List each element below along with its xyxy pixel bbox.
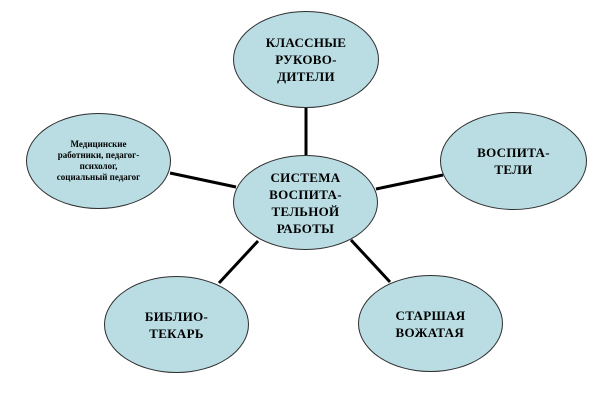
node-senior-counselor: СТАРШАЯ ВОЖАТАЯ [358, 275, 503, 372]
node-librarian: БИБЛИО- ТЕКАРЬ [104, 276, 249, 373]
node-education-system: СИСТЕМА ВОСПИТА- ТЕЛЬНОЙ РАБОТЫ [233, 155, 378, 250]
node-education-system-label: СИСТЕМА ВОСПИТА- ТЕЛЬНОЙ РАБОТЫ [269, 169, 342, 236]
node-senior-counselor-label: СТАРШАЯ ВОЖАТАЯ [395, 307, 466, 340]
node-medical-staff-label: Медицинские работники, педагог- психолог… [56, 139, 141, 182]
node-educators: ВОСПИТА- ТЕЛИ [440, 112, 587, 210]
node-class-teachers-label: КЛАССНЫЕ РУКОВО- ДИТЕЛИ [265, 35, 347, 84]
node-educators-label: ВОСПИТА- ТЕЛИ [477, 145, 550, 177]
connector-left [169, 171, 237, 189]
connector-bottom-left [217, 239, 260, 285]
node-librarian-label: БИБЛИО- ТЕКАРЬ [144, 308, 209, 341]
node-medical-staff: Медицинские работники, педагог- психолог… [26, 113, 171, 209]
connector-right [375, 173, 444, 191]
node-class-teachers: КЛАССНЫЕ РУКОВО- ДИТЕЛИ [233, 11, 379, 108]
connector-bottom-right [349, 238, 392, 284]
